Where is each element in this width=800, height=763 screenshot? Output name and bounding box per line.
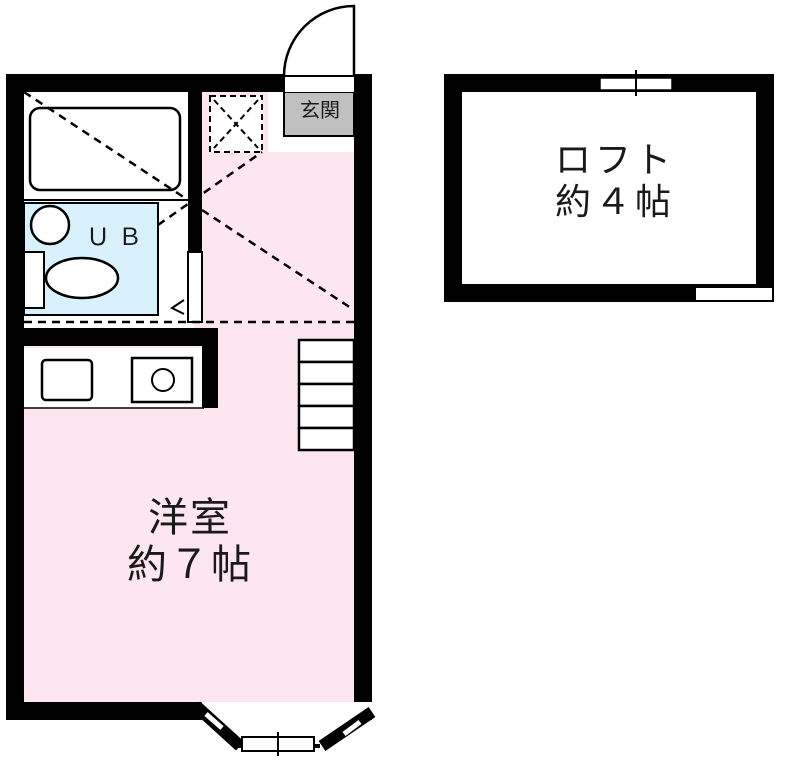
main-room-name: 洋室 [148,495,232,541]
main-walls [6,74,372,720]
loft-ladder [297,338,356,452]
main-room-label: 洋室 約７帖 [100,495,280,589]
main-room-size: 約７帖 [127,542,253,589]
bath-sink [29,204,71,246]
kitchen-stove [40,358,94,402]
entrance-label: 玄関 [300,98,340,122]
loft-label: ロフト 約４帖 [510,140,720,225]
loft-size: 約４帖 [554,182,675,224]
loft-walls [444,70,774,302]
bathroom-label: ＵＢ [86,223,150,251]
loft-name: ロフト [554,140,675,181]
bathtub [28,106,182,192]
bay-window [191,701,376,756]
toilet [44,256,120,300]
shoe-cabinet [209,95,263,153]
entrance-door [282,4,356,77]
